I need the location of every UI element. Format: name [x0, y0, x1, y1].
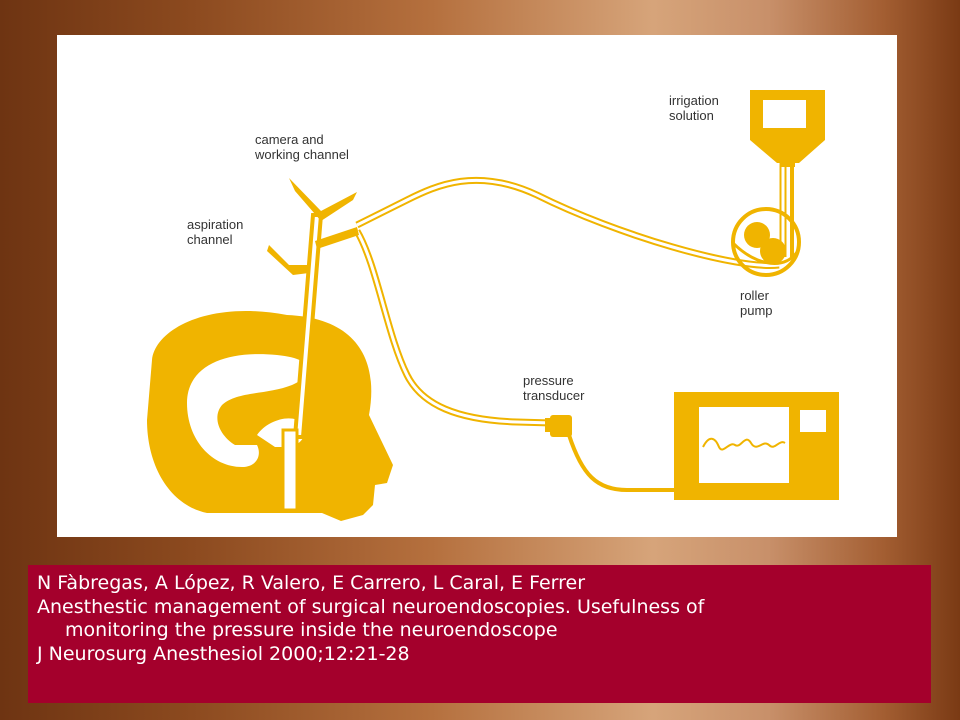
pressure-monitor — [674, 392, 839, 500]
patient-head — [147, 311, 393, 521]
monitor-cable — [567, 434, 677, 492]
pressure-tubing — [353, 229, 553, 427]
citation-journal: J Neurosurg Anesthesiol 2000;12:21-28 — [37, 642, 410, 665]
irrigation-tubing — [355, 163, 794, 269]
neuroendoscopy-diagram: irrigation solution camera and working c… — [57, 35, 897, 537]
citation-title-line1: Anesthestic management of surgical neuro… — [37, 595, 705, 618]
pressure-transducer — [545, 415, 572, 437]
label-aspiration-channel: aspiration channel — [187, 217, 244, 247]
citation-authors: N Fàbregas, A López, R Valero, E Carrero… — [37, 572, 586, 594]
citation-box: N Fàbregas, A López, R Valero, E Carrero… — [28, 565, 931, 703]
label-pressure-transducer: pressure transducer — [523, 373, 585, 403]
diagram-drawing — [147, 90, 839, 521]
citation-title-line2: monitoring the pressure inside the neuro… — [65, 619, 558, 641]
label-roller-pump: roller pump — [740, 288, 773, 318]
label-irrigation-solution: irrigation solution — [669, 93, 719, 123]
irrigation-bag — [750, 90, 825, 167]
neuroendoscope — [267, 178, 359, 512]
label-camera-working-channel: camera and working channel — [255, 132, 349, 162]
ventricle-cavity — [187, 354, 309, 467]
roller-pump — [731, 207, 801, 277]
